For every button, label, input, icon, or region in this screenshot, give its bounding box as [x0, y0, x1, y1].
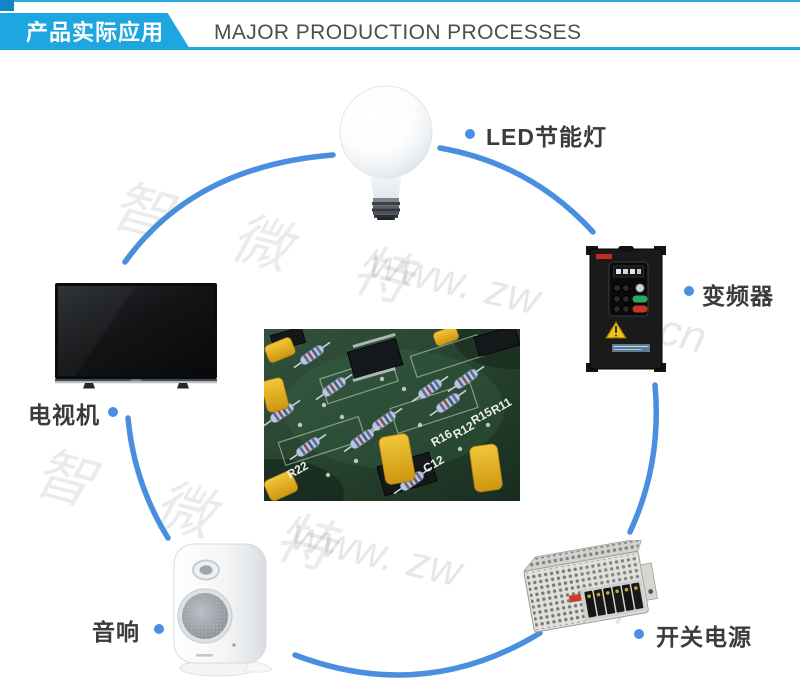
- header-title: MAJOR PRODUCTION PROCESSES: [214, 21, 582, 44]
- inverter-image: [586, 246, 666, 372]
- inverter-button: [622, 295, 630, 303]
- url-watermark-zw: zw: [481, 264, 545, 325]
- arc-speaker-to-psu: [292, 630, 543, 678]
- led-bulb-bullet: [465, 129, 475, 139]
- speaker-logo: [196, 654, 213, 657]
- inverter-button: [613, 305, 621, 313]
- section-banner-label: 产品实际应用: [26, 20, 165, 45]
- speaker-label: 音响: [92, 619, 140, 645]
- tv-label: 电视机: [28, 402, 100, 428]
- inverter-nameplate: [612, 344, 650, 352]
- circuit-board-image: R22 R16 R12 R15 R11 C12: [204, 309, 574, 529]
- speaker-led: [232, 643, 236, 647]
- bulb-screw-base: [372, 198, 400, 220]
- psu-mounting-flange: [639, 562, 658, 601]
- bulb-neck: [370, 174, 402, 200]
- switching-power-supply-image: [522, 537, 658, 640]
- pcb-solder-pads: [297, 376, 491, 478]
- inverter-display: [613, 265, 644, 278]
- top-border-line: [0, 0, 800, 2]
- inverter-warning-triangle: [605, 321, 627, 339]
- switching-power-supply-label: 开关电源: [656, 624, 752, 650]
- switching-power-supply-bullet: [634, 629, 644, 639]
- arc-inverter-to-psu: [627, 382, 659, 535]
- arc-bulb-to-inverter: [437, 145, 596, 235]
- inverter-button: [622, 305, 630, 313]
- speaker-image: [172, 540, 282, 678]
- inverter-button: [613, 284, 621, 292]
- tv-logo: [131, 379, 141, 381]
- psu-label-sticker: [568, 593, 582, 603]
- inverter-panel: [608, 261, 649, 317]
- tv-image: [55, 283, 217, 391]
- url-watermark-zw: zw: [403, 536, 467, 597]
- inverter-stop-button: [632, 305, 648, 313]
- corner-accent: [0, 0, 14, 11]
- header-underline: [0, 47, 800, 50]
- inverter-run-button: [632, 295, 648, 303]
- section-banner: 产品实际应用: [0, 13, 190, 49]
- pcb-capacitors: [261, 326, 503, 501]
- inverter-button: [613, 295, 621, 303]
- tv-foot-right: [177, 383, 189, 389]
- tv-foot-left: [83, 383, 95, 389]
- inverter-knob: [635, 283, 645, 293]
- psu-body: [522, 537, 658, 633]
- inverter-label: 变频器: [702, 283, 774, 309]
- tv-bullet: [108, 407, 118, 417]
- speaker-bullet: [154, 624, 164, 634]
- inverter-logo-mark: [596, 254, 612, 259]
- psu-terminals: [584, 582, 644, 618]
- led-bulb-label: LED节能灯: [486, 124, 607, 150]
- bulb-globe: [339, 85, 433, 179]
- tv-screen: [58, 286, 214, 376]
- inverter-button: [622, 284, 630, 292]
- inverter-bullet: [684, 286, 694, 296]
- led-bulb-image: [336, 78, 436, 220]
